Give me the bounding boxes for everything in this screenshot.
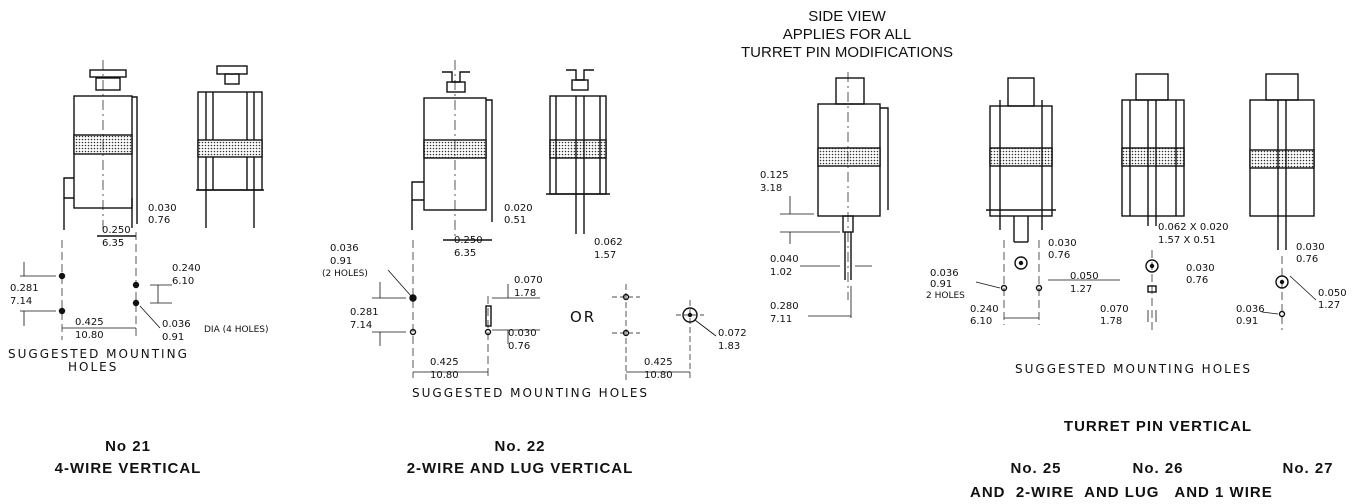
- dim-no25-127: 1.27: [1070, 284, 1092, 295]
- side-view-title: SIDE VIEW: [808, 8, 886, 25]
- dim-no22-635: 6.35: [454, 248, 476, 259]
- dim-no21-714: 7.14: [10, 296, 32, 307]
- dim-no26-178: 1.78: [1100, 316, 1122, 327]
- dim-no25-240: 0.240: [970, 304, 999, 315]
- dim-no21-091: 0.91: [162, 332, 184, 343]
- dim-no25-091: 0.91: [930, 279, 952, 290]
- dim-no22-072: 0.072: [718, 328, 747, 339]
- dim-no22-030: 0.030: [508, 328, 537, 339]
- dim-no22-076: 0.76: [508, 341, 530, 352]
- dim-no25-050: 0.050: [1070, 271, 1099, 282]
- side-view-line3: TURRET PIN MODIFICATIONS: [741, 44, 953, 61]
- dim-no27-076: 0.76: [1296, 254, 1318, 265]
- dim-no26-070: 0.070: [1100, 304, 1129, 315]
- dim-no21-1080: 10.80: [75, 330, 104, 341]
- no22-description: 2-WIRE AND LUG VERTICAL: [406, 460, 634, 477]
- dim-no27-091: 0.91: [1236, 316, 1258, 327]
- dim-no21-240: 0.240: [172, 263, 201, 274]
- dim-no25-030: 0.030: [1048, 238, 1077, 249]
- dim-no22-1080: 10.80: [430, 370, 459, 381]
- no21-mounting-caption: SUGGESTED MOUNTING: [8, 347, 189, 361]
- dim-no22-036: 0.036: [330, 243, 359, 254]
- dim-no22-425: 0.425: [430, 357, 459, 368]
- turret-title: TURRET PIN VERTICAL: [1063, 418, 1253, 435]
- dim-side-125: 0.125: [760, 170, 789, 181]
- dimension-labels: 0.030 0.76 0.250 6.35 0.240 6.10 0.281 7…: [10, 170, 1347, 381]
- dim-no27-127: 1.27: [1318, 300, 1340, 311]
- dim-no21-425: 0.425: [75, 317, 104, 328]
- no21-mounting-holes: [20, 232, 172, 340]
- no21-mounting-caption-holes: HOLES: [68, 360, 119, 374]
- side-view-note: SIDE VIEW APPLIES FOR ALL TURRET PIN MOD…: [712, 8, 982, 62]
- no22-front-component: [411, 60, 493, 236]
- dim-no21-635: 6.35: [102, 238, 124, 249]
- dim-no21-076: 0.76: [148, 215, 170, 226]
- dim-no21-030: 0.030: [148, 203, 177, 214]
- no22-or-label: OR: [570, 308, 597, 326]
- no26-number: No. 26: [1132, 460, 1184, 477]
- dim-no22-281: 0.281: [350, 307, 379, 318]
- no21-number: No 21: [105, 438, 151, 455]
- dim-no22-070: 0.070: [514, 275, 543, 286]
- dim-no25-036: 0.036: [930, 268, 959, 279]
- side-view-line2: APPLIES FOR ALL: [782, 26, 912, 43]
- dim-no27-030: 0.030: [1296, 242, 1325, 253]
- dim-no21-610: 6.10: [172, 276, 194, 287]
- no26-component: [1121, 73, 1185, 330]
- no25-component: [975, 77, 1120, 325]
- no22-number: No. 22: [494, 438, 546, 455]
- no21-description: 4-WIRE VERTICAL: [54, 460, 202, 477]
- dim-no22-183: 1.83: [718, 341, 740, 352]
- dim-no22-091: 0.91: [330, 256, 352, 267]
- dim-no22-714: 7.14: [350, 320, 372, 331]
- side-view-component: [780, 72, 889, 318]
- no25-number: No. 25: [1010, 460, 1062, 477]
- dim-no27-036: 0.036: [1236, 304, 1265, 315]
- dim-no22-250: 0.250: [454, 235, 483, 246]
- dim-no21-281: 0.281: [10, 283, 39, 294]
- dim-no26-062x020: 0.062 X 0.020: [1158, 222, 1228, 233]
- dim-no25-610: 6.10: [970, 316, 992, 327]
- dim-no26-030: 0.030: [1186, 263, 1215, 274]
- dim-no22-020: 0.020: [504, 203, 533, 214]
- dim-no22-157: 1.57: [594, 250, 616, 261]
- dim-no26-157x051: 1.57 X 0.51: [1158, 235, 1216, 246]
- dim-no21-250: 0.250: [102, 225, 131, 236]
- no22-side-component: [546, 69, 610, 234]
- no27-component: [1249, 73, 1317, 330]
- no22-mounting-holes: [372, 239, 717, 380]
- dim-no25-076: 0.76: [1048, 250, 1070, 261]
- dim-no25-2holes: 2 HOLES: [926, 291, 965, 301]
- dim-side-711: 7.11: [770, 314, 792, 325]
- dim-side-102: 1.02: [770, 267, 792, 278]
- dim-no26-076: 0.76: [1186, 275, 1208, 286]
- dim-no22-1080-alt: 10.80: [644, 370, 673, 381]
- no22-mounting-caption: SUGGESTED MOUNTING HOLES: [412, 386, 650, 400]
- no21-side-component: [196, 65, 264, 228]
- dim-side-280: 0.280: [770, 301, 799, 312]
- dim-no22-2holes: (2 HOLES): [322, 269, 368, 279]
- no27-number: No. 27: [1282, 460, 1334, 477]
- no21-front-component: [63, 60, 138, 230]
- dim-no21-dia: DIA (4 HOLES): [204, 325, 268, 335]
- dim-no22-062: 0.062: [594, 237, 623, 248]
- dim-no27-050: 0.050: [1318, 288, 1347, 299]
- dim-no22-178: 1.78: [514, 288, 536, 299]
- dim-no21-036: 0.036: [162, 319, 191, 330]
- turret-bottom-line: AND 2-WIRE AND LUG AND 1 WIRE: [970, 484, 1273, 501]
- dim-side-040: 0.040: [770, 254, 799, 265]
- turret-mounting-caption: SUGGESTED MOUNTING HOLES: [1015, 362, 1253, 376]
- dim-no22-051: 0.51: [504, 215, 526, 226]
- dim-no22-425-alt: 0.425: [644, 357, 673, 368]
- dim-side-318: 3.18: [760, 183, 782, 194]
